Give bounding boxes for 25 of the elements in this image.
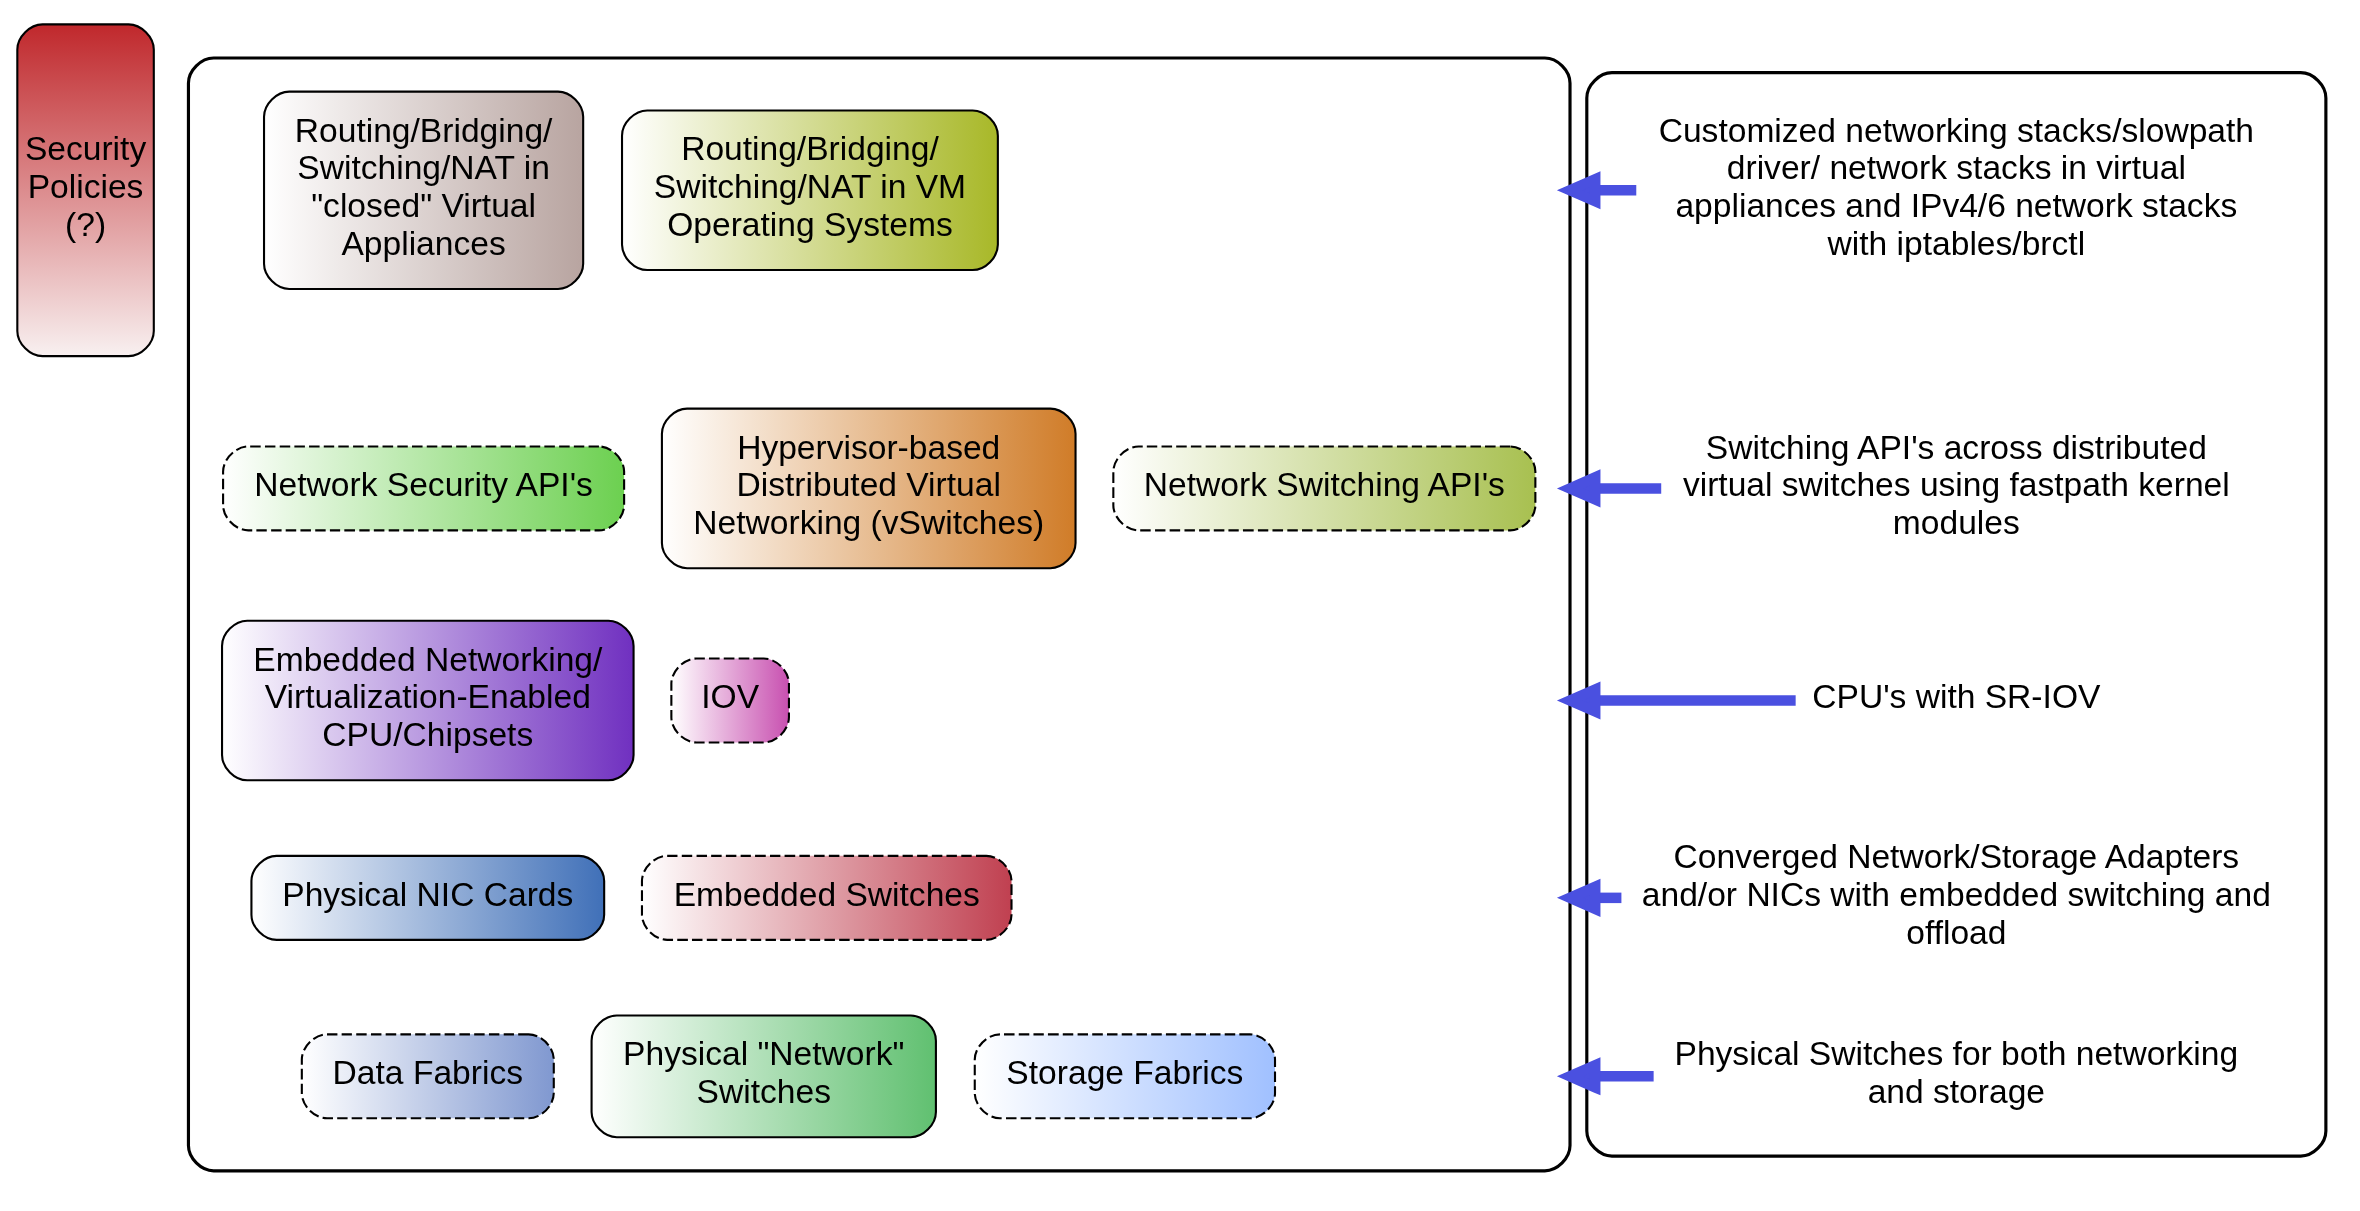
node-box: Routing/Bridging/ Switching/NAT in "closed" Virtual Appliances bbox=[262, 90, 585, 290]
node-box: Network Security API's bbox=[222, 444, 626, 531]
arrow bbox=[1556, 170, 1637, 209]
arrow bbox=[1556, 680, 1796, 720]
node-text: CPU's with SR-IOV bbox=[1812, 677, 2101, 715]
node-box: Embedded Switches bbox=[640, 854, 1013, 941]
node-text: Physical Switches for both networking and storage bbox=[1674, 1034, 2239, 1110]
arrow bbox=[1556, 878, 1622, 917]
cluster bbox=[186, 55, 1572, 1172]
arrow bbox=[1556, 1056, 1654, 1095]
node-box: Network Switching API's bbox=[1112, 444, 1537, 531]
cluster bbox=[1585, 70, 2328, 1158]
node-box: Hypervisor-based Distributed Virtual Networking (vSwitches) bbox=[660, 407, 1077, 569]
node-box: Embedded Networking/ Virtualization-Enabled CPU/Chipsets bbox=[221, 619, 635, 781]
node-text: Switching API's across distributed virtual switches using fastpath kernel modules bbox=[1682, 428, 2230, 541]
arrow bbox=[1556, 468, 1662, 507]
node-box: Physical "Network" Switches bbox=[590, 1013, 937, 1138]
node-box: Physical NIC Cards bbox=[250, 854, 606, 941]
node-box: IOV bbox=[670, 656, 790, 744]
node-box: Security Policies (?) bbox=[16, 22, 155, 357]
node-text: Converged Network/Storage Adapters and/or NICs with embedded switching and offload bbox=[1641, 837, 2271, 951]
node-box: Data Fabrics bbox=[300, 1032, 555, 1119]
node-box: Routing/Bridging/ Switching/NAT in VM Operating Systems bbox=[620, 108, 999, 271]
node-box: Storage Fabrics bbox=[973, 1032, 1277, 1119]
node-text: Customized networking stacks/slowpath driver/ network stacks in virtual appliances and IPv4/6 network stacks with iptables/brctl bbox=[1658, 111, 2255, 262]
